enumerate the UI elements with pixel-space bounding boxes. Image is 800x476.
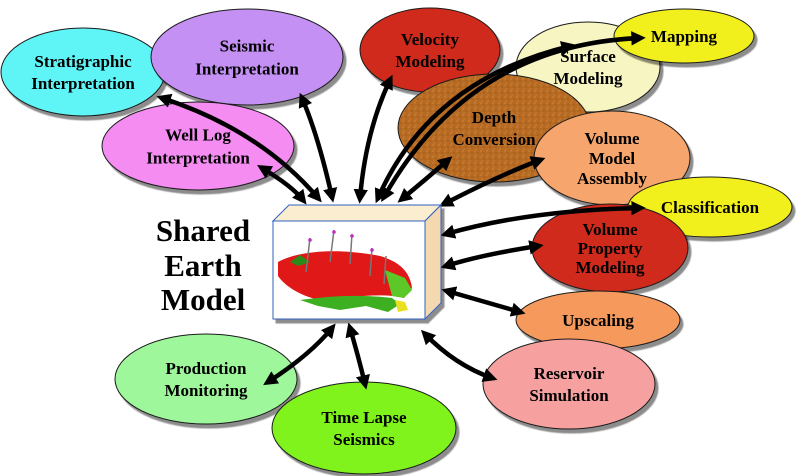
box-top-face (271, 204, 443, 222)
arrow-seismic (298, 92, 338, 203)
node-welllog-ellipse (101, 101, 295, 191)
node-production-label-line: Production (166, 359, 247, 378)
node-seismic-label-line: Seismic (220, 36, 275, 55)
node-volume-model-label-line: Model (589, 149, 636, 168)
node-reservoir-label-line: Simulation (529, 386, 609, 405)
node-timelapse-ellipse (271, 381, 457, 475)
node-volume-property-label-line: Property (578, 239, 643, 258)
arrow-volume-model (438, 156, 546, 207)
node-depth-label-line: Depth (472, 108, 517, 127)
arrow-classification (440, 200, 646, 239)
arrow-upscaling (441, 286, 526, 317)
node-timelapse-label-line: Time Lapse (321, 408, 407, 427)
node-production-label-line: Monitoring (164, 381, 248, 400)
node-stratigraphic-label-line: Interpretation (31, 74, 135, 93)
node-reservoir-label-line: Reservoir (534, 364, 605, 383)
arrow-production (263, 323, 336, 386)
node-mapping-label-line: Mapping (651, 27, 718, 46)
node-reservoir-ellipse (482, 338, 656, 430)
node-depth-label-line: Conversion (452, 130, 536, 149)
node-seismic-ellipse (150, 8, 344, 106)
center-title-line: Model (161, 282, 246, 317)
node-welllog-label-line: Interpretation (146, 148, 250, 167)
node-stratigraphic-label-line: Stratigraphic (34, 52, 132, 71)
arrow-timelapse (345, 322, 370, 390)
node-stratigraphic-ellipse (0, 27, 166, 117)
center-title-line: Earth (164, 248, 242, 283)
node-volume-property-label-line: Modeling (576, 258, 645, 277)
connection-arrows (156, 31, 646, 390)
node-volume-model-label-line: Volume (584, 129, 640, 148)
node-volume-property-label-line: Volume (582, 220, 638, 239)
earth-model-3d-rendering (278, 229, 412, 312)
node-seismic-label-line: Interpretation (195, 59, 299, 78)
node-classification-label-line: Classification (661, 198, 760, 217)
arrow-reservoir (420, 329, 498, 382)
node-welllog-label-line: Well Log (165, 125, 231, 144)
node-surface-label-line: Modeling (554, 69, 623, 88)
node-timelapse-label-line: Seismics (333, 430, 395, 449)
node-upscaling: Upscaling (515, 290, 681, 350)
node-upscaling-label-line: Upscaling (562, 311, 634, 330)
node-volume-model-label-line: Assembly (577, 169, 647, 188)
node-velocity-label-line: Velocity (401, 30, 459, 49)
node-velocity-label-line: Modeling (396, 52, 465, 71)
box-side-face (424, 203, 442, 321)
center-title-line: Shared (156, 213, 250, 248)
arrow-volume-property (440, 240, 544, 271)
